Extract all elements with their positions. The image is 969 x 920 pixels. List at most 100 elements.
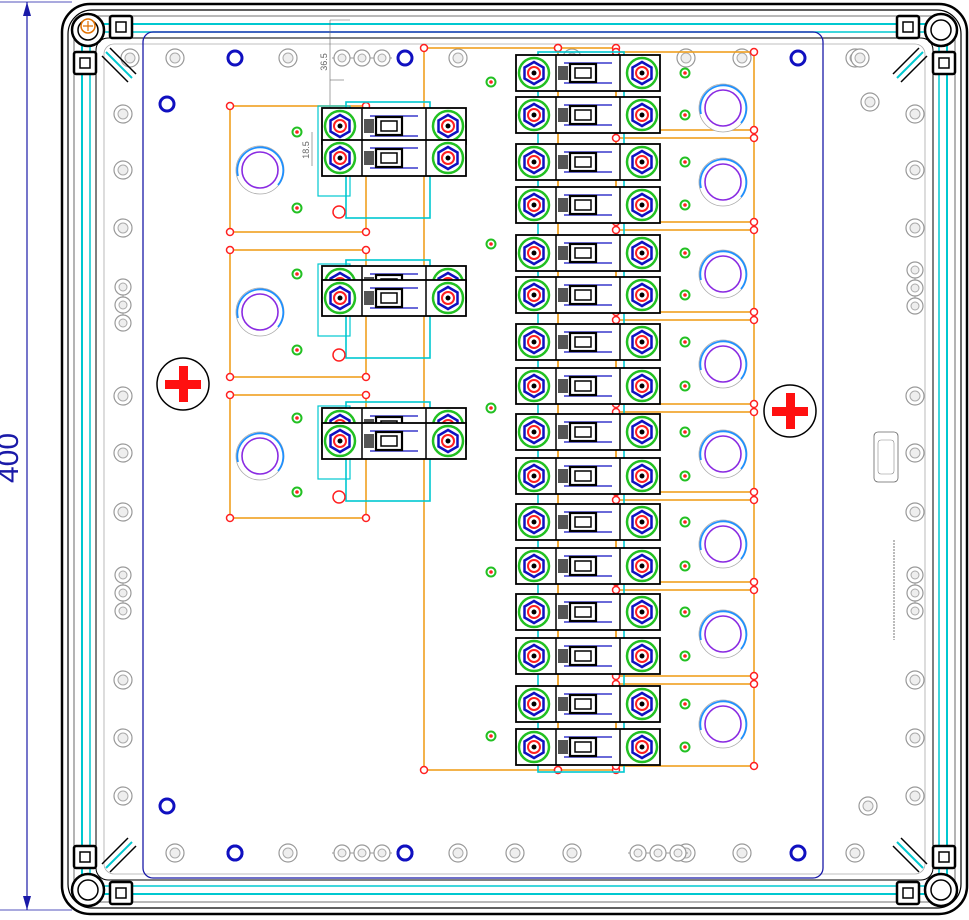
fuse-layer <box>317 51 661 773</box>
dimension-label-400: 400 <box>0 433 25 483</box>
blue-screw-icon <box>226 844 244 862</box>
node-dot <box>749 47 759 57</box>
hole-icon <box>332 205 346 219</box>
fuse-holder-icon <box>515 186 661 224</box>
screw-icon <box>905 160 925 180</box>
node-dot <box>553 43 563 53</box>
node-dot <box>361 513 371 523</box>
fuse-holder-icon <box>515 637 661 675</box>
fuse-holder-icon <box>515 96 661 134</box>
screw-icon <box>905 104 925 124</box>
cable-gland-icon <box>235 287 285 337</box>
node-dot <box>749 487 759 497</box>
rail-frame <box>611 315 759 409</box>
dimension-label-36-5: 36.5 <box>319 53 329 71</box>
node-dot <box>611 133 621 143</box>
blue-screw-icon <box>226 49 244 67</box>
fuse-column <box>515 51 661 773</box>
node-dot <box>419 765 429 775</box>
fuse-holder-icon <box>515 367 661 405</box>
node-dot <box>611 225 621 235</box>
cable-gland-icon <box>698 249 748 299</box>
double-screw-icon <box>332 844 392 862</box>
node-dot <box>749 225 759 235</box>
screw-icon <box>278 843 298 863</box>
mounting-plate <box>142 31 824 879</box>
earth-cross-icon <box>156 357 210 411</box>
screw-icon <box>905 670 925 690</box>
node-dot <box>749 217 759 227</box>
screw-icon <box>905 786 925 806</box>
screw-icon <box>278 48 298 68</box>
blue-screw-icon <box>789 844 807 862</box>
fuse-holder-icon <box>515 685 661 723</box>
node-dot <box>749 679 759 689</box>
double-screw-icon <box>906 566 924 620</box>
node-dot <box>749 407 759 417</box>
cable-gland-icon <box>698 157 748 207</box>
cable-gland-icon <box>235 431 285 481</box>
screw-icon <box>120 48 140 68</box>
node-dot <box>361 245 371 255</box>
node-dot <box>225 245 235 255</box>
screw-icon <box>113 104 133 124</box>
node-dot <box>361 227 371 237</box>
fuse-holder-icon <box>515 234 661 272</box>
node-dot <box>749 125 759 135</box>
screw-icon <box>113 670 133 690</box>
dimension-label-18-5: 18.5 <box>301 141 311 159</box>
corner-layer <box>70 12 959 908</box>
blue-screw-icon <box>158 95 176 113</box>
fuse-holder-icon <box>515 547 661 585</box>
node-dot <box>225 101 235 111</box>
corner-latch-icon <box>70 837 137 908</box>
screw-layer <box>113 48 925 863</box>
label-plate <box>873 431 899 640</box>
fuse-holder-icon <box>515 143 661 181</box>
cable-gland-icon <box>698 339 748 389</box>
cable-gland-icon <box>698 699 748 749</box>
screw-icon <box>905 386 925 406</box>
screw-icon <box>113 218 133 238</box>
fuse-holder-icon <box>515 728 661 766</box>
node-dot <box>749 761 759 771</box>
fuse-holder-icon <box>515 503 661 541</box>
screw-icon <box>905 218 925 238</box>
node-dot <box>749 671 759 681</box>
screw-icon <box>860 92 880 112</box>
screw-icon <box>732 48 752 68</box>
screw-icon <box>448 843 468 863</box>
screw-icon <box>732 843 752 863</box>
cable-gland-icon <box>698 519 748 569</box>
cable-gland-icon <box>698 609 748 659</box>
hole-icon <box>332 490 346 504</box>
blue-screw-icon <box>158 797 176 815</box>
node-dot <box>225 513 235 523</box>
double-screw-icon <box>332 49 392 67</box>
node-dot <box>611 585 621 595</box>
rail-frame <box>611 585 759 681</box>
hole-icon <box>332 348 346 362</box>
node-dot <box>225 390 235 400</box>
node-dot <box>225 227 235 237</box>
fuse-holder-icon <box>515 457 661 495</box>
earth-cross-icon <box>763 384 817 438</box>
screw-icon <box>845 843 865 863</box>
fuse-holder-icon <box>317 101 467 219</box>
small-dimensions: 36.5 18.5 <box>301 19 350 166</box>
rail-frame <box>611 495 759 587</box>
fuse-holder-icon <box>317 259 467 359</box>
screw-icon <box>858 796 878 816</box>
double-screw-icon <box>114 278 132 332</box>
fuse-holder-icon <box>515 593 661 631</box>
fuse-holder-icon <box>317 401 467 502</box>
node-dot <box>361 390 371 400</box>
double-screw-icon <box>114 566 132 620</box>
node-dot <box>749 399 759 409</box>
enclosure-body <box>60 2 969 916</box>
node-dot <box>749 585 759 595</box>
node-dot <box>611 315 621 325</box>
fuse-holder-icon <box>515 54 661 92</box>
cable-gland-icon <box>698 83 748 133</box>
screw-icon <box>113 728 133 748</box>
